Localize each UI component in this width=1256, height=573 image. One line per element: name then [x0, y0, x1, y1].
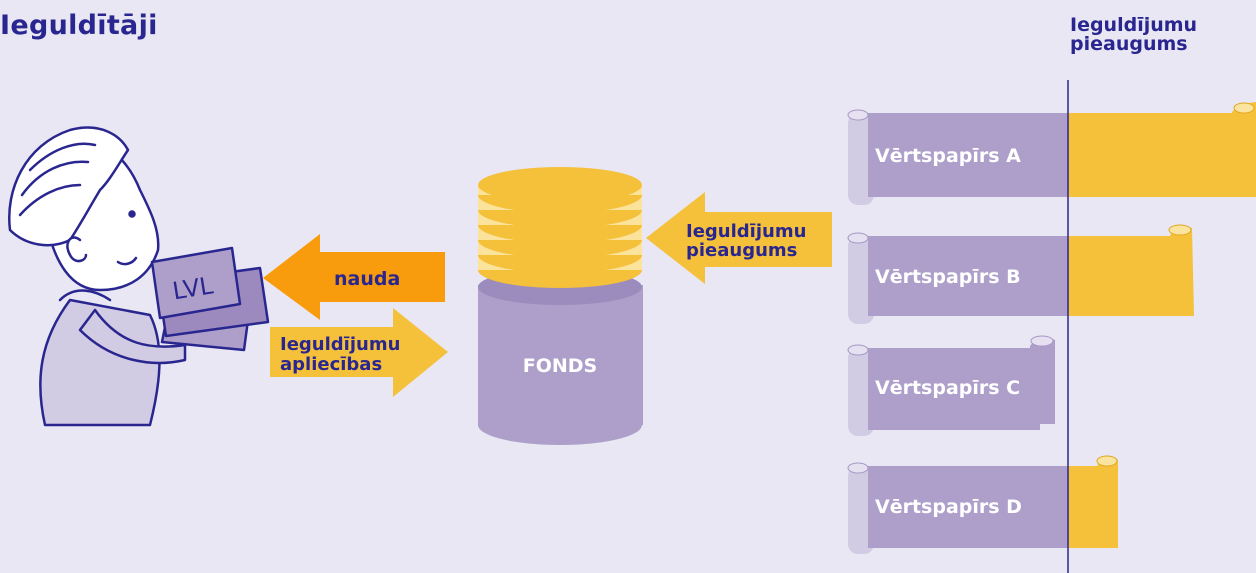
- lvl-card-label: LVL: [171, 271, 216, 305]
- certificates-arrow-shape: [270, 308, 448, 397]
- certificates-arrow-label-line1: Ieguldījumu: [280, 334, 400, 355]
- money-arrow-shape: [263, 234, 445, 320]
- fund-cylinder-body: [478, 285, 643, 425]
- investor-body: [39, 298, 161, 427]
- fund-cylinder-base: [478, 405, 642, 445]
- security-b-label: Vērtspapīrs B: [875, 266, 1021, 288]
- coin-stack-top: [478, 167, 642, 203]
- growth-arrow-shape: [646, 192, 832, 284]
- security-a-growth-band: [1068, 102, 1256, 197]
- certificates-arrow-label-line2: apliecības: [280, 354, 382, 375]
- fund-cylinder: FONDS: [478, 167, 643, 445]
- security-d-label: Vērtspapīrs D: [875, 496, 1022, 518]
- investor-eye: [128, 210, 136, 218]
- coin-stack: [478, 167, 642, 288]
- investor-ear: [66, 236, 88, 263]
- security-b: Vērtspapīrs B: [847, 224, 1194, 324]
- security-c-label: Vērtspapīrs C: [875, 377, 1020, 399]
- security-b-growth-band: [1068, 227, 1194, 316]
- diagram-title: Ieguldītāji: [0, 10, 158, 41]
- security-a-label: Vērtspapīrs A: [875, 145, 1021, 167]
- growth-column-header: Ieguldījumu pieaugums: [1070, 16, 1197, 54]
- security-d-growth-band: [1068, 458, 1118, 548]
- growth-header-line2: pieaugums: [1070, 33, 1188, 55]
- investor-figure: [8, 126, 187, 427]
- lvl-card-front: [150, 246, 242, 320]
- growth-header-line1: Ieguldījumu: [1070, 14, 1198, 36]
- growth-arrow: Ieguldījumu pieaugums: [646, 192, 832, 284]
- security-a: Vērtspapīrs A: [847, 102, 1256, 205]
- certificates-arrow: Ieguldījumu apliecības: [270, 308, 448, 397]
- money-arrow-label: nauda: [334, 268, 400, 290]
- money-arrow: nauda: [263, 234, 445, 320]
- growth-arrow-label-line2: pieaugums: [686, 240, 797, 261]
- investor-mouth: [116, 256, 138, 266]
- investor-arm: [78, 308, 187, 365]
- growth-arrow-label-line1: Ieguldījumu: [686, 221, 806, 242]
- security-c: Vērtspapīrs C: [847, 335, 1055, 436]
- lvl-cards: LVL: [150, 246, 270, 352]
- security-d: Vērtspapīrs D: [847, 455, 1118, 554]
- fund-label: FONDS: [523, 355, 598, 377]
